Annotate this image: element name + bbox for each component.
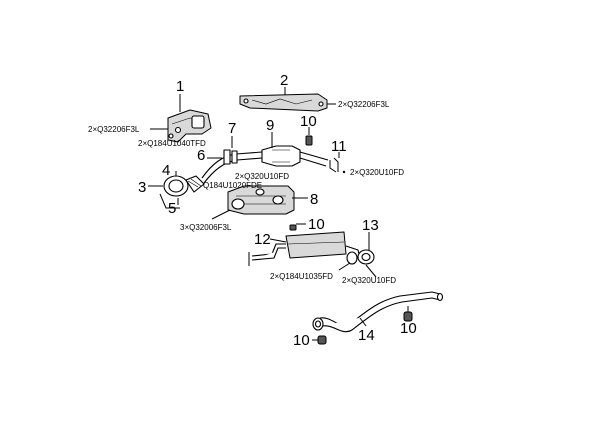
callout-6: 6: [197, 147, 205, 164]
callout-12: 12: [254, 231, 271, 248]
callout-10-d: 10: [400, 320, 417, 337]
code-label-1: 2×Q32206F3L: [88, 125, 140, 134]
code-label-5: 2×Q320U10FD: [350, 168, 404, 177]
part-10-hanger-a: [305, 135, 313, 146]
part-10-hanger-b: [289, 224, 297, 231]
part-9-catalytic-pipe: [201, 145, 329, 184]
callout-11: 11: [331, 138, 347, 155]
code-label-9: 2×Q320U10FD: [342, 276, 396, 285]
callout-7: 7: [228, 120, 236, 137]
code-label-4: 2×Q320U10FD: [235, 172, 289, 181]
part-10-hanger-d: [403, 306, 413, 322]
part-13-gasket: [346, 249, 375, 265]
callout-10-a: 10: [300, 113, 317, 130]
part-5-gasket: [159, 193, 180, 209]
part-1-heat-shield: [167, 109, 212, 143]
callout-14: 14: [358, 327, 375, 344]
callout-5: 5: [168, 200, 176, 217]
part-14-pipe: [312, 291, 444, 333]
part-10-hanger-c: [317, 335, 327, 345]
code-label-3: 2×Q184U1040TFD: [138, 139, 206, 148]
callout-13: 13: [362, 217, 379, 234]
code-label-7: 3×Q32006F3L: [180, 223, 232, 232]
callout-4: 4: [162, 162, 170, 179]
callout-2: 2: [280, 72, 288, 89]
callout-1: 1: [176, 78, 184, 95]
code-label-8: 2×Q184U1035FD: [270, 272, 333, 281]
callout-9: 9: [266, 117, 274, 134]
part-8-muffler: [227, 185, 295, 215]
part-4-flex-pipe: [163, 175, 205, 197]
part-2-heat-shield: [239, 93, 328, 112]
callout-8: 8: [310, 191, 318, 208]
part-7-flange: [223, 149, 238, 165]
callout-10-b: 10: [308, 216, 325, 233]
callout-3: 3: [138, 179, 146, 196]
part-11-flange: [329, 157, 346, 174]
callout-10-c: 10: [293, 332, 310, 349]
code-label-2: 2×Q32206F3L: [338, 100, 390, 109]
code-label-6: Q184U1020FDE: [203, 181, 262, 190]
